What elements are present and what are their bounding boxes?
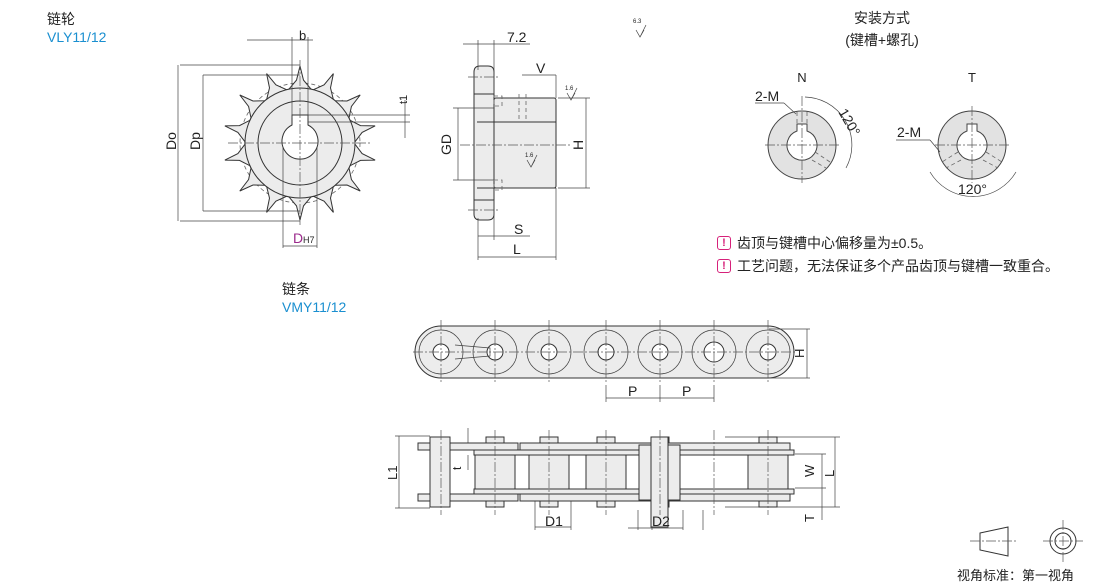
chain-dim-l: L: [822, 470, 837, 477]
dim-d: D: [293, 230, 303, 246]
inner-plate: [473, 488, 795, 495]
chain-dim-t: t: [450, 466, 464, 470]
chain-dim-w: W: [802, 464, 817, 477]
mounting-n-diagram: [755, 96, 853, 183]
note-text: 工艺问题，无法保证多个产品齿顶与键槽一致重合。: [737, 258, 1059, 274]
bushing: [667, 444, 681, 501]
chain-dim-h: H: [792, 349, 807, 358]
projection-label: 视角标准：第一视角: [957, 568, 1074, 583]
first-angle-projection-icon: [970, 520, 1083, 562]
dim-s: S: [514, 221, 523, 237]
roughness-1: 1.6: [565, 86, 574, 92]
dim-do: Do: [163, 132, 179, 150]
inner-plate: [473, 449, 795, 456]
mounting-subtitle: (键槽+螺孔): [845, 32, 919, 48]
mounting-n-label: N: [797, 70, 806, 85]
chain-side-view: [413, 320, 810, 402]
mounting-t-diagram: [896, 106, 1017, 197]
dim-b: b: [299, 28, 306, 43]
roughness-2: 1.6: [525, 153, 534, 159]
dim-h7: H7: [303, 235, 315, 245]
dim-gd: GD: [438, 134, 454, 155]
note-text: 齿顶与键槽中心偏移量为±0.5。: [737, 235, 933, 251]
chain-dim-p1: P: [628, 383, 637, 399]
chain-plan-view: [395, 428, 840, 530]
dim-v: V: [536, 60, 546, 76]
sprocket-side-view: [453, 24, 647, 260]
mounting-n-2m: 2-M: [755, 88, 779, 104]
note-process: ! 工艺问题，无法保证多个产品齿顶与键槽一致重合。: [717, 256, 1059, 276]
chain-dim-d2: D2: [652, 513, 670, 529]
chain-dim-p2: P: [682, 383, 691, 399]
chain-code: VMY11/12: [282, 299, 347, 315]
outer-plate: [417, 493, 519, 502]
dim-l: L: [513, 241, 521, 257]
outer-plate: [417, 442, 519, 451]
mounting-t-label: T: [968, 70, 976, 85]
pin: [429, 436, 451, 508]
chain-title: 链条: [282, 281, 310, 297]
mounting-t-2m: 2-M: [897, 124, 921, 140]
chain-dim-t-thickness: T: [802, 514, 817, 522]
roughness-overall: 6.3: [633, 19, 642, 25]
mounting-n-angle: 120°: [835, 106, 863, 139]
dim-h: H: [570, 140, 586, 150]
chain-dim-l1: L1: [385, 466, 400, 480]
mounting-title: 安装方式: [854, 10, 910, 26]
dim-dp: Dp: [187, 132, 203, 150]
warning-icon: !: [717, 259, 731, 273]
dim-t1: t1: [398, 95, 410, 104]
warning-icon: !: [717, 236, 731, 250]
dim-7-2: 7.2: [507, 29, 527, 45]
bushing: [638, 444, 652, 501]
sprocket-front-view: [177, 37, 410, 248]
sprocket-code: VLY11/12: [47, 29, 107, 45]
sprocket-title: 链轮: [47, 11, 75, 27]
note-offset: ! 齿顶与键槽中心偏移量为±0.5。: [717, 233, 932, 253]
chain-dim-d1: D1: [545, 513, 563, 529]
mounting-t-angle: 120°: [958, 181, 987, 197]
